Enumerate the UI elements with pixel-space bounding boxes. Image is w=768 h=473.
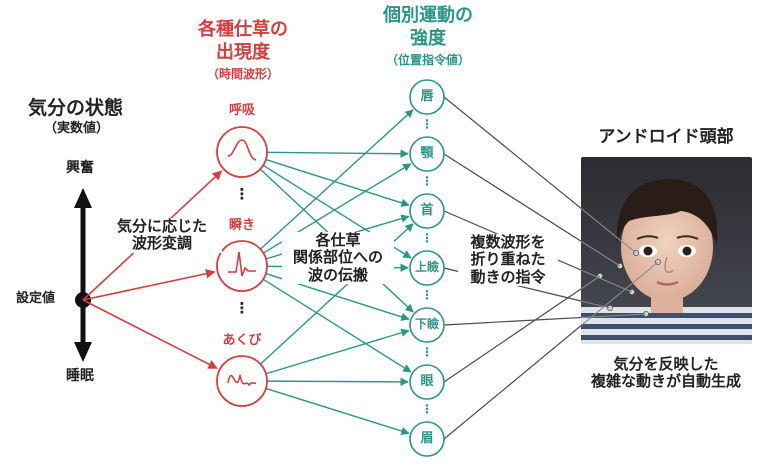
- result-line1: 気分を反映した: [613, 355, 719, 373]
- result-annotation: 気分を反映した 複雑な動きが自動生成: [568, 355, 764, 391]
- android-face-illustration: [581, 157, 752, 344]
- motion-label-lower-lid: 下瞼: [414, 317, 439, 331]
- motions-title-line1: 個別運動の: [383, 5, 473, 26]
- modulation-annotation: 気分に応じた 波形変調: [102, 217, 222, 253]
- android-hair: [616, 179, 718, 245]
- motion-node-2: [409, 193, 445, 229]
- motions-ellipsis-6: ⋮: [421, 402, 433, 416]
- phenomena-ellipsis-2: ⋮: [234, 299, 250, 317]
- propagation-line3: 波の伝搬: [307, 265, 368, 284]
- phenomena-title-line2: 出現度: [216, 42, 270, 63]
- propagation-arrow-0: [266, 149, 409, 158]
- phenomenon-node-0: [216, 126, 268, 178]
- motions-subtitle: （位置指令値）: [385, 53, 470, 67]
- mood-top-label: 興奮: [66, 160, 94, 176]
- motion-label-neck: 首: [420, 203, 434, 218]
- mood-mid-label: 設定値: [16, 291, 56, 306]
- motion-label-jaw: 顎: [420, 146, 434, 161]
- modulation-line1: 気分に応じた: [116, 217, 207, 235]
- motion-node-5: [409, 364, 445, 400]
- modulation-arrow-2: [82, 299, 218, 370]
- modulation-arrow-1: [82, 268, 216, 301]
- propagation-arrow-12: [266, 377, 409, 387]
- phenomenon-label-breath: 呼吸: [228, 103, 255, 118]
- propagation-line1: 各仕草: [315, 231, 361, 249]
- superposition-line1: 複数波形を: [470, 233, 546, 251]
- motion-node-0: [409, 79, 445, 115]
- waveform-icon-0: [227, 139, 257, 161]
- propagation-arrow-9: [262, 278, 412, 373]
- motion-node-4: [409, 307, 445, 343]
- motions-ellipsis-1: ⋮: [421, 117, 433, 131]
- mood-axis-arrow-up: [74, 188, 92, 208]
- phenomenon-label-yawn: あくび: [222, 333, 262, 348]
- modulation-arrows: [82, 170, 223, 370]
- superposition-line3: 動きの指令: [470, 267, 546, 286]
- waveform-icon-2: [227, 374, 257, 387]
- android-head-photo: [581, 157, 752, 344]
- phenomenon-node-1: [216, 240, 268, 292]
- mood-subtitle: （実数値）: [44, 121, 110, 136]
- phenomenon-label-blink: 瞬き: [228, 218, 255, 233]
- android-title: アンドロイド頭部: [598, 127, 734, 147]
- phenomena-ellipsis-1: ⋮: [234, 185, 250, 203]
- motion-node-1: [409, 136, 445, 172]
- motion-label-brow: 眉: [420, 431, 434, 446]
- motion-label-upper-lid: 上瞼: [414, 260, 439, 274]
- motion-label-eye: 眼: [420, 374, 434, 389]
- superposition-line2: 折り重ねた: [470, 250, 546, 269]
- propagation-arrow-13: [265, 387, 410, 436]
- motion-node-6: [409, 421, 445, 457]
- motions-ellipsis-3: ⋮: [421, 231, 433, 245]
- superposition-annotation: 複数波形を 折り重ねた 動きの指令: [458, 233, 558, 286]
- modulation-line2: 波形変調: [131, 234, 192, 253]
- propagation-line2: 関係部位への: [292, 248, 383, 267]
- phenomena-subtitle: （時間波形）: [206, 67, 279, 81]
- motion-node-3: [409, 250, 445, 286]
- phenomena-title-line1: 各種仕草の: [198, 19, 288, 40]
- mood-title: 気分の状態: [28, 97, 124, 119]
- motions-ellipsis-4: ⋮: [421, 288, 433, 302]
- motions-title-line2: 強度: [410, 28, 446, 49]
- waveform-icon-1: [228, 251, 256, 277]
- propagation-arrow-1: [265, 158, 410, 207]
- result-line2: 複雑な動きが自動生成: [590, 372, 741, 391]
- command-line-5: [443, 275, 601, 383]
- propagation-arrow-11: [265, 328, 410, 375]
- mood-axis-arrow-down: [74, 342, 92, 362]
- propagation-arrow-4: [259, 109, 414, 250]
- propagation-annotation: 各仕草 関係部位への 波の伝搬: [282, 231, 394, 284]
- motion-label-lips: 唇: [420, 89, 434, 104]
- mood-bottom-label: 睡眠: [66, 368, 94, 384]
- motions-ellipsis-5: ⋮: [421, 345, 433, 359]
- motions-ellipsis-2: ⋮: [421, 174, 433, 188]
